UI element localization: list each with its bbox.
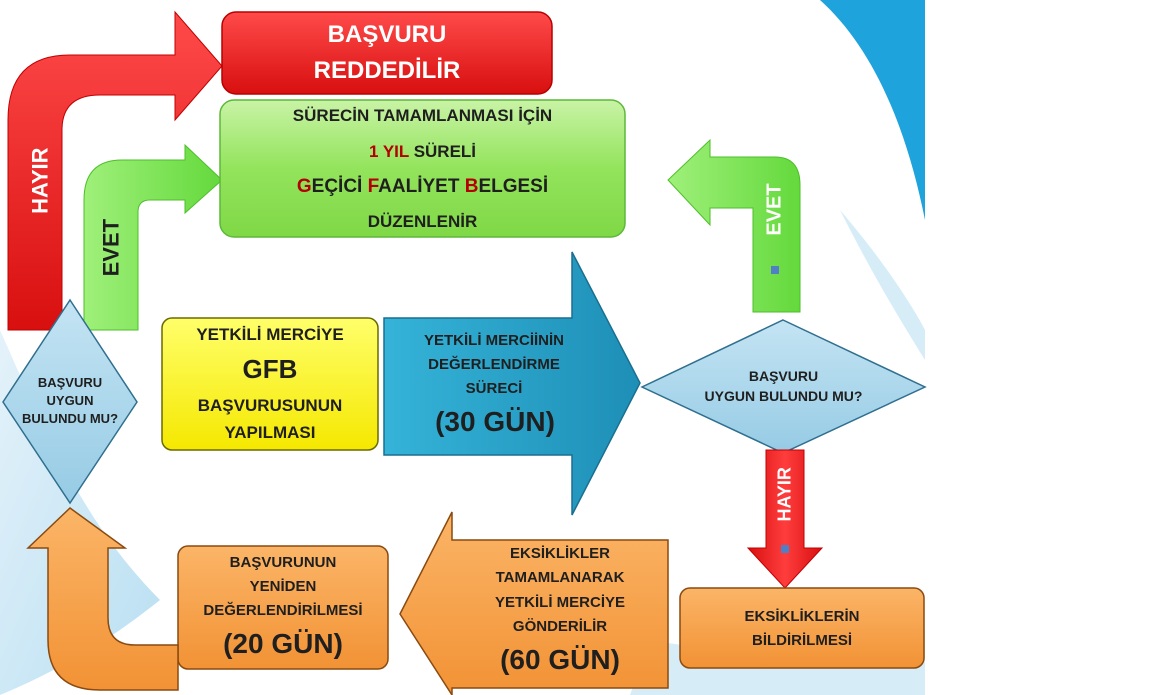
right-diamond-line2: UYGUN BULUNDU MU? [704,388,863,404]
left-diamond-line3: BULUNDU MU? [21,411,119,426]
hayir-arrow-right [746,449,824,589]
completion-arrow-line1: EKSİKLİKLER [509,545,610,562]
certificate-box-line4: DÜZENLENİR [367,212,478,231]
application-box-line2: GFB [242,354,298,384]
certificate-box-line1: SÜRECİN TAMAMLANMASI İÇİN [292,106,553,125]
evet-right-marker [771,266,779,274]
certificate-initial-f: F [367,176,379,197]
certificate-box-shape [219,99,626,238]
background-swoosh-mid [840,210,925,360]
right-decision-diamond [640,319,927,454]
application-box-line3: BAŞVURUSUNUN [197,396,343,415]
completion-arrow-line3: YETKİLİ MERCİYE [494,594,625,611]
deficiency-notice-line1: EKSİKLİKLERİN [744,608,860,625]
certificate-box-line3: GEÇİCİ FAALİYET BELGESİ [220,176,625,198]
reevaluation-box-line1: BAŞVURUNUN [229,554,337,571]
certificate-initial-g: G [296,176,312,197]
certificate-duration: 1 YIL [368,142,409,161]
left-diamond-line2: UYGUN [46,393,94,408]
evet-label-right: EVET [763,183,786,236]
right-diamond-line1: BAŞVURU [748,368,819,384]
evaluation-arrow-line3: SÜRECİ [465,380,523,397]
deficiency-notice-line2: BİLDİRİLMESİ [752,632,852,649]
deficiency-notice-box-shape [679,587,925,669]
certificate-word-gecici: EÇİCİ [311,176,368,197]
certificate-duration-suffix: SÜRELİ [408,142,477,161]
evet-label-left: EVET [98,218,124,277]
completion-arrow-line4: GÖNDERİLİR [512,618,608,635]
evaluation-arrow-line1: YETKİLİ MERCİİNİN [423,332,564,349]
reject-box-shape [221,11,553,95]
hayir-label-left: HAYIR [27,147,53,214]
reevaluation-box-line2: YENİDEN [249,578,317,595]
reevaluation-return-arrow [26,507,179,691]
evaluation-arrow-shape [383,251,641,516]
hayir-label-right: HAYIR [774,467,795,522]
background-swoosh-top-right [820,0,925,220]
completion-arrow-shape [399,511,669,695]
application-box-line1: YETKİLİ MERCİYE [196,325,344,344]
hayir-arrow-left [7,10,223,331]
reject-box-line1: BAŞVURU [327,21,447,48]
reevaluation-box-line4: (20 GÜN) [223,628,343,659]
reject-box-line2: REDDEDİLİR [313,57,461,84]
evet-arrow-right [667,138,801,313]
certificate-word-belgesi: ELGESİ [478,176,549,197]
application-box-shape [161,317,379,451]
application-box-line4: YAPILMASI [224,423,316,442]
evaluation-arrow-line4: (30 GÜN) [435,406,555,437]
completion-arrow-line2: TAMAMLANARAK [495,569,625,586]
left-decision-diamond [2,298,138,505]
certificate-word-faaliyet: AALİYET [378,176,465,197]
certificate-initial-b: B [464,176,479,197]
reevaluation-box-line3: DEĞERLENDİRİLMESİ [203,602,363,619]
certificate-box-line2: 1 YIL SÜRELİ [220,142,625,162]
reevaluation-box-shape [177,545,389,670]
evaluation-arrow-line2: DEĞERLENDİRME [428,356,560,373]
hayir-right-marker [781,545,789,553]
left-diamond-line1: BAŞVURU [37,375,103,390]
completion-arrow-line5: (60 GÜN) [500,644,620,675]
